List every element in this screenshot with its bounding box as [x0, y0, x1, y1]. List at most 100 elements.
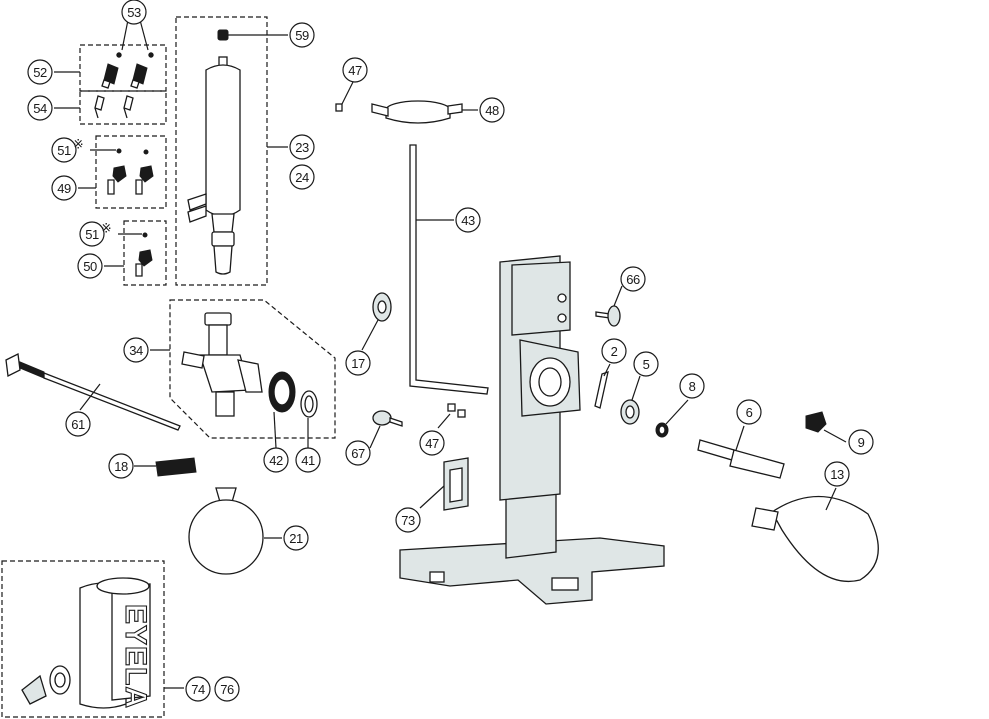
condenser-body	[205, 64, 241, 217]
callout-c42: 42	[263, 447, 289, 473]
callout-c54: 54	[27, 95, 53, 121]
callout-c2: 2	[601, 338, 627, 364]
cover-clip-left	[21, 674, 47, 705]
callout-circle	[283, 525, 309, 551]
condenser-side-nozzles	[187, 193, 207, 223]
callout-number: 67	[351, 446, 365, 461]
sensor-head	[5, 353, 21, 377]
callout-c61: 61	[65, 411, 91, 437]
leader-lines	[54, 19, 847, 689]
duct-flange	[237, 359, 263, 393]
callout-number: 43	[461, 213, 475, 228]
callout-c74: 74	[185, 676, 211, 702]
housing-screw-2	[557, 313, 567, 323]
callout-number: 61	[71, 417, 85, 432]
callout-circle	[295, 447, 321, 473]
safety-cover: EYELA	[21, 577, 153, 710]
leader-8	[665, 399, 689, 425]
drive-head-bore-inner	[538, 367, 562, 397]
logo-text: EYELA	[119, 604, 152, 709]
callout-labels: 53525451※4951※50592324474843346117662586…	[27, 0, 874, 702]
leader-2	[603, 363, 611, 377]
duct-top-tube	[208, 324, 228, 356]
callout-circle	[479, 97, 505, 123]
callout-c23: 23	[289, 134, 315, 160]
callout-c18: 18	[108, 453, 134, 479]
callout-number: 47	[348, 63, 362, 78]
screw-47-b	[457, 409, 466, 418]
callout-c5: 5	[633, 351, 659, 377]
stem-49-right	[135, 179, 143, 195]
callout-c6: 6	[736, 399, 762, 425]
clip-9	[805, 411, 827, 433]
leader-42	[273, 411, 277, 449]
sensor-probe	[43, 372, 181, 431]
cover-knob-inner	[54, 672, 66, 688]
seal-42-inner	[273, 378, 291, 406]
box-part-49	[95, 135, 167, 209]
cap-59	[217, 29, 229, 41]
clamp-48	[335, 100, 463, 124]
callout-circle	[633, 351, 659, 377]
cap-nut-52-left	[103, 63, 119, 85]
condenser-joint-ring	[211, 231, 235, 247]
callout-number: 51	[85, 227, 99, 242]
callout-circle	[121, 0, 147, 25]
joint-clip-18	[155, 457, 197, 477]
callout-circle	[123, 337, 149, 363]
hose-nipple-54-left	[94, 95, 105, 119]
condenser-neck	[211, 213, 235, 233]
callout-c17: 17	[345, 350, 371, 376]
callout-c49: 49	[51, 175, 77, 201]
callout-c41: 41	[295, 447, 321, 473]
callout-c73: 73	[395, 507, 421, 533]
vapor-duct	[181, 312, 318, 418]
callout-circle	[455, 207, 481, 233]
receiving-flask-21	[188, 499, 264, 575]
knob-66	[607, 305, 621, 327]
cover-rim	[96, 577, 150, 595]
cap-nut-52-right	[132, 63, 148, 85]
callout-number: 53	[127, 5, 141, 20]
hose-fittings	[94, 52, 154, 277]
callout-number: 50	[83, 259, 97, 274]
sensor-61	[5, 353, 181, 431]
motor-housing	[511, 261, 571, 336]
callout-circle	[601, 338, 627, 364]
condenser	[187, 29, 241, 275]
housing-screw-1	[557, 293, 567, 303]
callout-circle	[824, 461, 850, 487]
callout-circle	[214, 676, 240, 702]
callout-number: 6	[746, 405, 753, 420]
callout-c34: 34	[123, 337, 149, 363]
vapor-tube-6-rear	[729, 449, 785, 479]
callout-number: 73	[401, 513, 415, 528]
callout-number: 52	[33, 65, 47, 80]
clamp-ring-band	[385, 110, 451, 124]
nut-tip-left	[101, 79, 111, 89]
callout-circle	[620, 266, 646, 292]
leader-6	[735, 425, 745, 451]
nut-dot-left	[116, 52, 122, 58]
power-switch	[429, 571, 445, 583]
callout-c43: 43	[455, 207, 481, 233]
leader-47a	[341, 79, 355, 105]
callout-circle	[27, 59, 53, 85]
callout-circle	[736, 399, 762, 425]
stem-49-left	[107, 179, 115, 195]
box-part-23-24	[175, 16, 268, 286]
callout-circle	[263, 447, 289, 473]
handle-73-inner	[449, 467, 463, 503]
nut-dot-right	[148, 52, 154, 58]
callout-circle	[77, 253, 103, 279]
callout-c50: 50	[77, 253, 103, 279]
callout-note-mark: ※	[101, 221, 111, 236]
callout-circle	[185, 676, 211, 702]
duct-top-ring	[204, 312, 232, 326]
callout-number: 49	[57, 181, 71, 196]
callout-number: 18	[114, 459, 128, 474]
screw-47-a	[447, 403, 456, 412]
callout-c59: 59	[289, 22, 315, 48]
callout-circle	[108, 453, 134, 479]
callout-note-mark: ※	[73, 137, 83, 152]
